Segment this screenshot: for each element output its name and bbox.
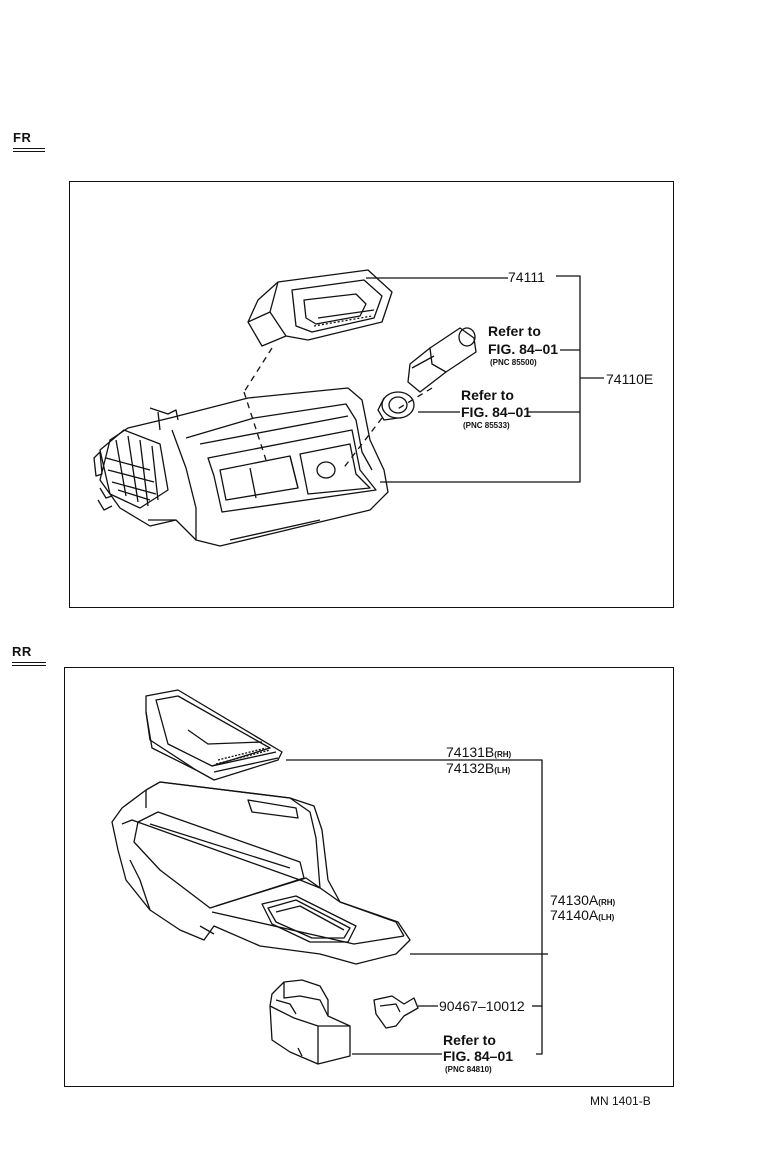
ref2-line1: Refer to — [461, 387, 514, 403]
ref2-line2: FIG. 84–01 — [461, 404, 532, 420]
front-section-label: FR — [13, 130, 46, 152]
part-number-74140A: 74140A(LH) — [550, 907, 615, 923]
front-socket-part — [377, 391, 415, 421]
bracket-rear — [286, 759, 543, 1055]
part-number-90467-10012: 90467–10012 — [439, 998, 525, 1014]
rear-ref-line2: FIG. 84–01 — [443, 1048, 514, 1064]
rear-socket-housing — [269, 979, 351, 1065]
part-number-74131B: 74131B(RH) — [446, 744, 512, 760]
front-console-box — [93, 387, 389, 547]
part-number-74111: 74111 — [508, 269, 545, 285]
part-number-74132B: 74132B(LH) — [446, 760, 511, 776]
part-number-74110E: 74110E — [606, 371, 654, 387]
rear-ref-line1: Refer to — [443, 1032, 496, 1048]
part-number-74130A: 74130A(RH) — [550, 892, 616, 908]
figure-reference-code: MN 1401-B — [590, 1094, 651, 1108]
bracket-74110E — [380, 275, 581, 483]
front-diagram-frame — [69, 181, 674, 608]
ref1-line1: Refer to — [488, 323, 541, 339]
rear-section-label: RR — [12, 644, 46, 666]
rear-clip-part — [373, 995, 419, 1029]
rear-tray-part — [145, 689, 283, 781]
rear-ref-pnc: (PNC 84810) — [445, 1065, 492, 1074]
rear-ashtray-assembly — [111, 781, 411, 965]
ref1-pnc: (PNC 85500) — [490, 358, 537, 367]
ref2-pnc: (PNC 85533) — [463, 421, 510, 430]
rear-diagram-frame — [64, 667, 674, 1087]
ref1-line2: FIG. 84–01 — [488, 341, 559, 357]
front-lighter-part — [407, 327, 477, 393]
front-lid-part — [247, 269, 393, 347]
